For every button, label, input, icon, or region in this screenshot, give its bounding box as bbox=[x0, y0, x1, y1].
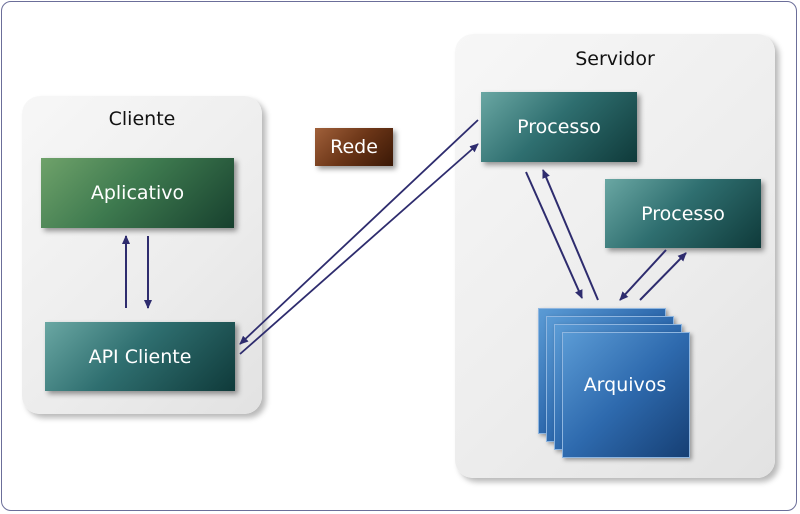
servidor-group-title: Servidor bbox=[575, 48, 655, 70]
arquivos-sheet-top bbox=[562, 332, 690, 458]
arquivos-label: Arquivos bbox=[583, 374, 667, 396]
processo-box-2: Processo bbox=[605, 179, 761, 248]
rede-label: Rede bbox=[315, 128, 393, 166]
api-cliente-box: API Cliente bbox=[45, 322, 235, 391]
cliente-group-title: Cliente bbox=[108, 108, 176, 130]
processo-box-1: Processo bbox=[481, 92, 637, 162]
aplicativo-box: Aplicativo bbox=[41, 158, 234, 228]
